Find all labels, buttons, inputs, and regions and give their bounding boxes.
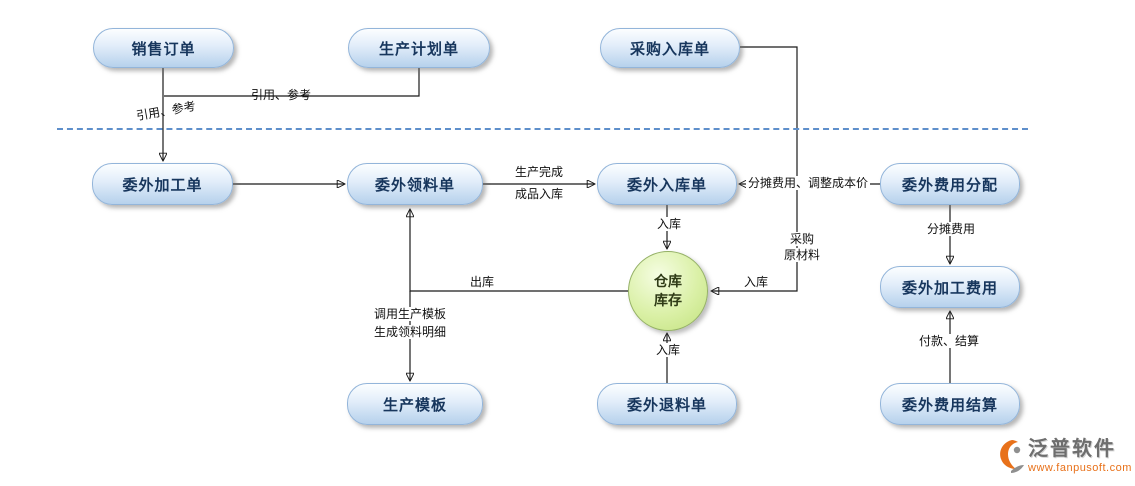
section-divider	[57, 128, 1028, 130]
watermark: 泛普软件 www.fanpusoft.com	[997, 438, 1132, 474]
edge-warehouse-to-requisition	[410, 210, 628, 292]
edge-label-template-line2: 生成领料明细	[371, 325, 449, 340]
node-sales-order: 销售订单	[93, 28, 234, 68]
edge-label-outbound: 出库	[469, 275, 495, 289]
brand-url: www.fanpusoft.com	[1028, 462, 1132, 474]
node-outsourcing-receipt-note: 委外入库单	[597, 163, 737, 205]
warehouse-label-line2: 库存	[654, 292, 682, 308]
edge-label-reference-2: 引用、参考	[250, 88, 312, 102]
node-warehouse-inventory: 仓库 库存	[628, 251, 708, 331]
edge-label-finish-line1: 生产完成	[514, 165, 564, 179]
node-outsourcing-order: 委外加工单	[92, 163, 233, 205]
edge-label-purchase-line2: 原材料	[781, 248, 823, 263]
watermark-text: 泛普软件 www.fanpusoft.com	[1028, 438, 1132, 474]
node-outsourcing-requisition: 委外领料单	[347, 163, 483, 205]
edge-label-allocate-adjust: 分摊费用、调整成本价	[745, 176, 871, 191]
edge-label-inbound-receipt: 入库	[654, 217, 684, 232]
edge-label-inbound-return: 入库	[653, 343, 683, 358]
edge-label-finish-line2: 成品入库	[514, 187, 564, 201]
node-material-return-note: 委外退料单	[597, 383, 737, 425]
edge-label-template-line1: 调用生产模板	[371, 307, 449, 322]
node-processing-expense: 委外加工费用	[880, 266, 1020, 308]
edge-label-allocate-expense: 分摊费用	[924, 222, 978, 237]
edge-purchase-to-warehouse	[712, 46, 798, 291]
node-expense-settlement: 委外费用结算	[880, 383, 1020, 425]
edge-label-purchase-line1: 采购	[787, 232, 817, 247]
brand-name: 泛普软件	[1028, 438, 1116, 460]
edge-label-inbound-purchase: 入库	[743, 275, 769, 289]
edge-label-pay-settle: 付款、结算	[916, 334, 982, 349]
warehouse-label-line1: 仓库	[654, 273, 682, 290]
fanpu-logo-icon	[1000, 440, 1024, 473]
edge-plan-join	[164, 68, 420, 97]
node-purchase-receipt: 采购入库单	[600, 28, 740, 68]
node-production-template: 生产模板	[347, 383, 483, 425]
node-production-plan: 生产计划单	[348, 28, 490, 68]
node-expense-allocation: 委外费用分配	[880, 163, 1020, 205]
